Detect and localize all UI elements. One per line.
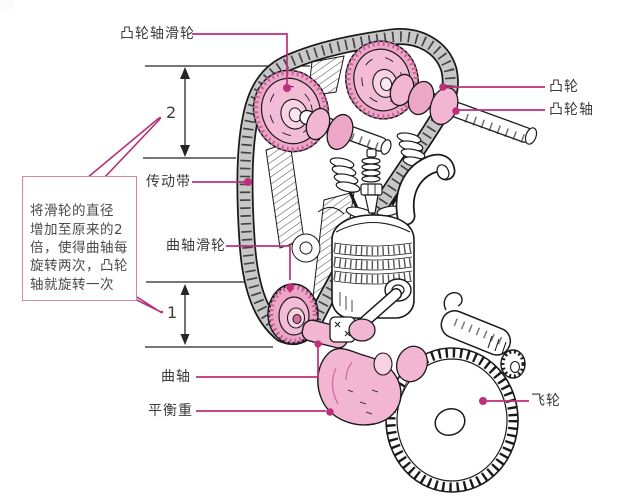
- crankshaft-assembly: [301, 288, 429, 426]
- callout-text: 将滑轮的直径 增加至原来的2 倍，使得曲轴每 旋转两次，凸轮 轴就旋转一次: [30, 203, 128, 293]
- flywheel: [385, 347, 519, 493]
- dimension-arrowheads: [180, 67, 190, 345]
- label-belt: 传动带: [146, 174, 191, 190]
- label-counterweight: 平衡重: [148, 403, 193, 419]
- label-cam-pulley: 凸轮轴滑轮: [120, 26, 195, 42]
- piston: [331, 214, 415, 319]
- corner-artifact: [0, 0, 14, 10]
- callout-box: 将滑轮的直径 增加至原来的2 倍，使得曲轴每 旋转两次，凸轮 轴就旋转一次: [22, 176, 137, 302]
- intake-horn: [395, 153, 456, 226]
- label-crank-pulley: 曲轴滑轮: [166, 238, 226, 254]
- camshaft-right: [389, 73, 538, 145]
- label-camshaft: 凸轮轴: [549, 102, 594, 118]
- label-cam: 凸轮: [549, 79, 579, 95]
- dimension-2-label: 2: [166, 103, 177, 122]
- leader-lines: [192, 33, 545, 412]
- label-crankshaft: 曲轴: [161, 369, 191, 385]
- starter-motor: [440, 292, 526, 379]
- leader-dots: [244, 83, 487, 416]
- label-flywheel: 飞轮: [531, 393, 561, 409]
- spark-plug: [360, 148, 383, 222]
- camshaft-left: [299, 107, 392, 155]
- dimension-1-label: 1: [167, 303, 178, 322]
